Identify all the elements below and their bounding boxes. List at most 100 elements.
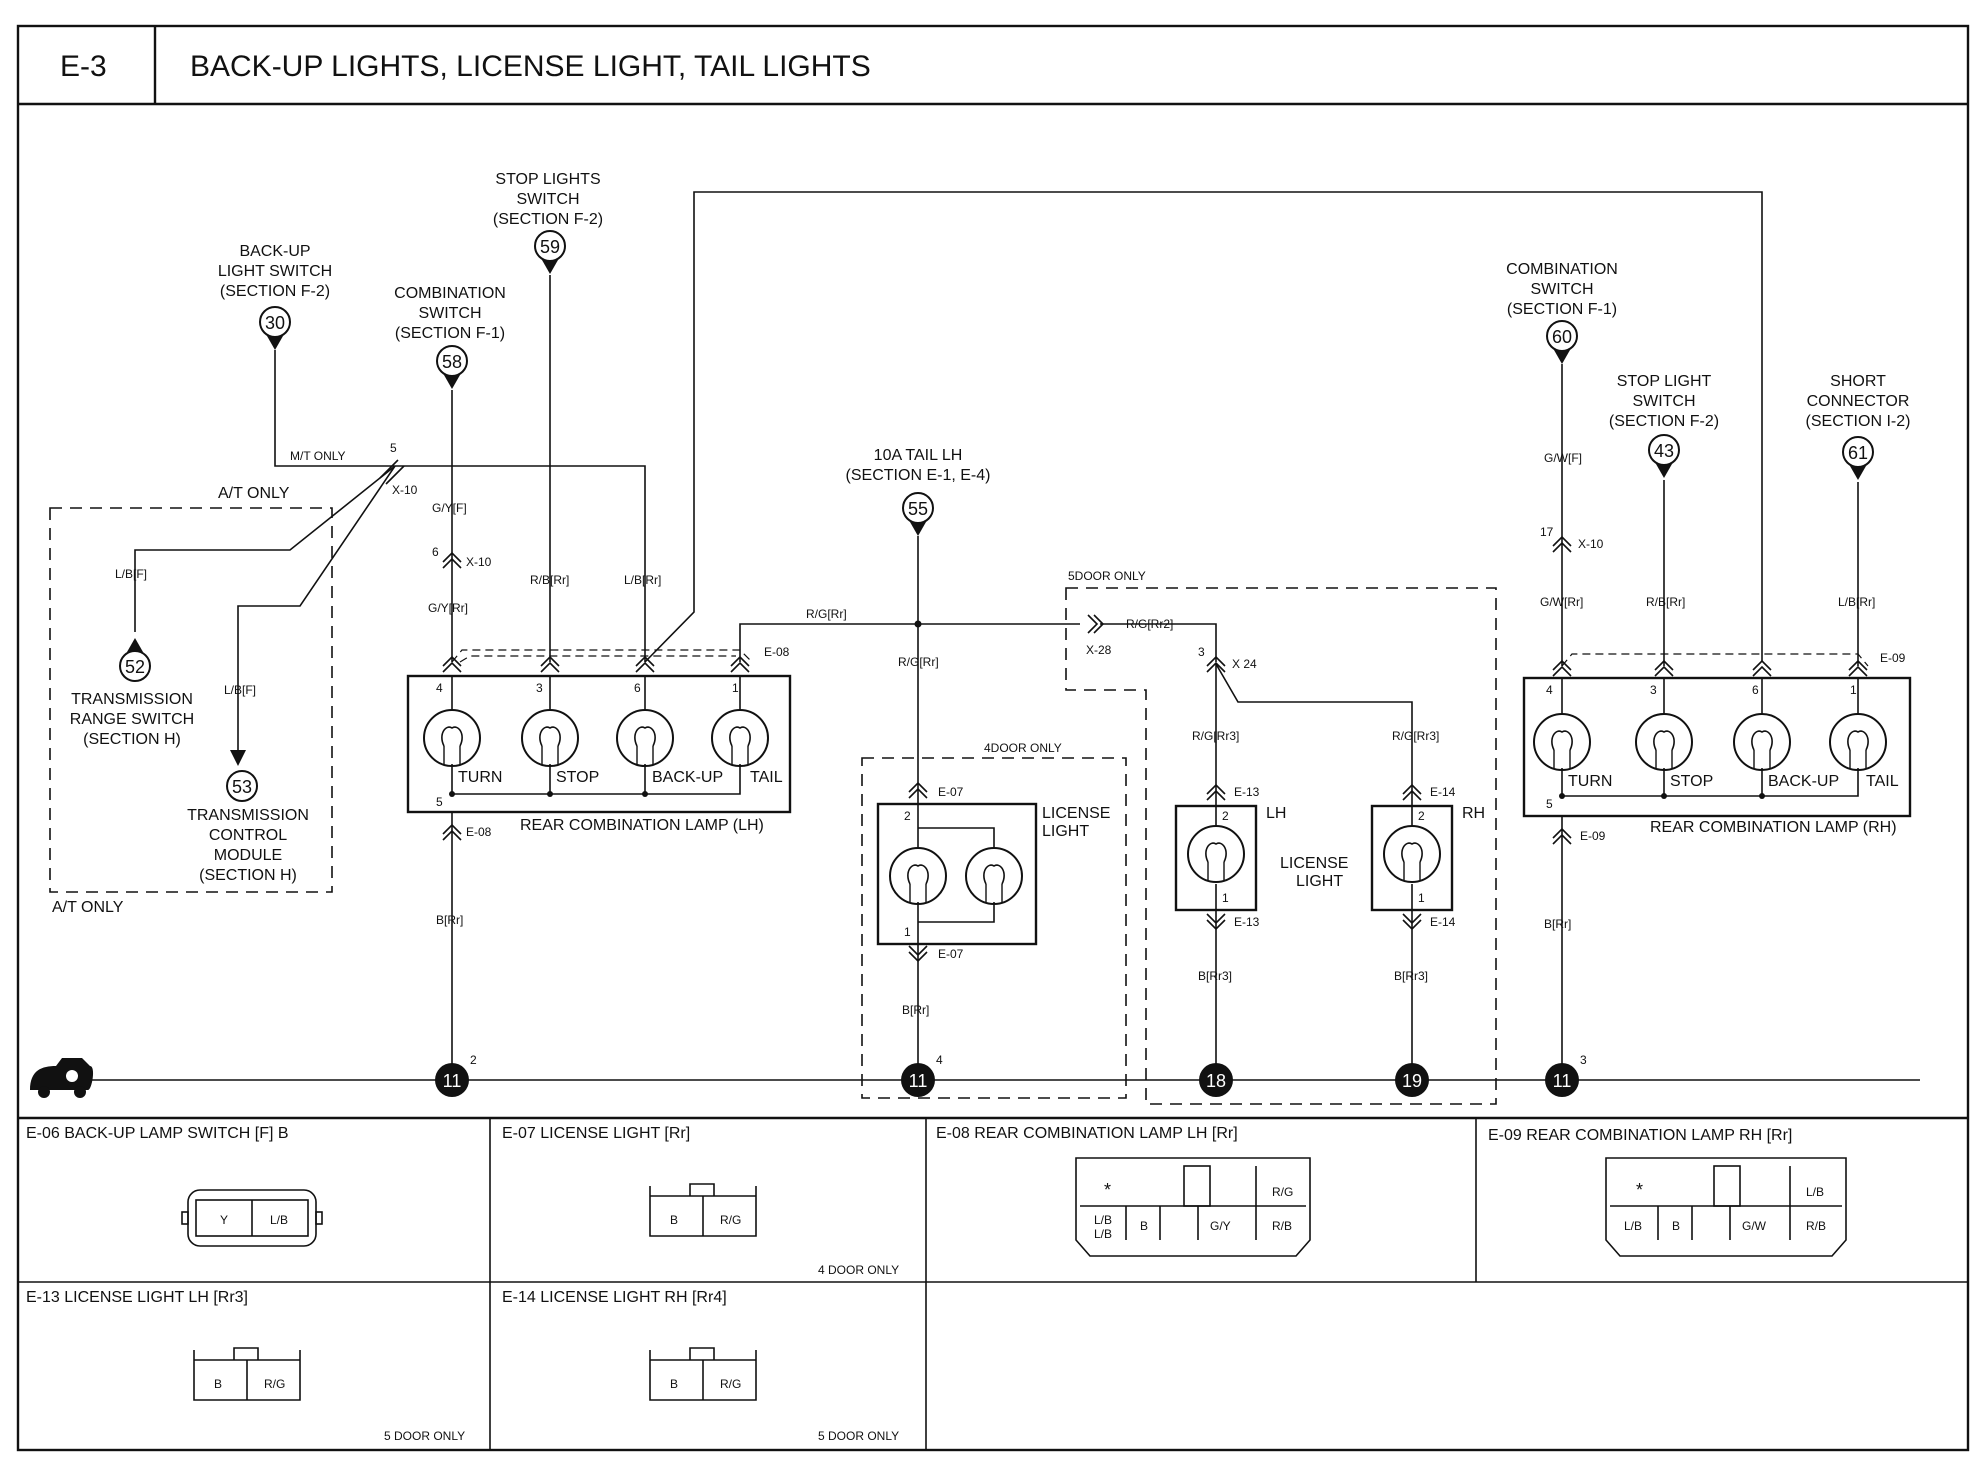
4door-only-box xyxy=(861,757,1127,1099)
connector-e09: E-09 REAR COMBINATION LAMP RH [Rr] * L/B… xyxy=(1488,1127,1847,1257)
svg-text:RH: RH xyxy=(1462,805,1485,822)
svg-text:17: 17 xyxy=(1540,525,1554,539)
svg-text:11: 11 xyxy=(1553,1071,1572,1091)
svg-text:11: 11 xyxy=(443,1071,462,1091)
svg-text:5: 5 xyxy=(436,795,443,809)
svg-text:B[Rr]: B[Rr] xyxy=(436,913,463,927)
svg-text:LH: LH xyxy=(1266,805,1286,822)
ref-short-connector: SHORT CONNECTOR (SECTION I-2) 61 xyxy=(1806,373,1911,481)
svg-text:E-06 BACK-UP LAMP SWITCH [F] B: E-06 BACK-UP LAMP SWITCH [F] B xyxy=(26,1125,289,1142)
svg-text:E-14: E-14 xyxy=(1430,915,1456,929)
svg-text:E-09 REAR COMBINATION LAMP RH: E-09 REAR COMBINATION LAMP RH [Rr] xyxy=(1488,1127,1792,1144)
svg-text:*: * xyxy=(1636,1180,1643,1200)
svg-text:LIGHT SWITCH: LIGHT SWITCH xyxy=(218,263,332,280)
svg-text:E-08: E-08 xyxy=(466,825,492,839)
turn-bulb-rh-icon xyxy=(1533,713,1591,771)
svg-text:TAIL: TAIL xyxy=(1866,773,1899,790)
svg-text:B: B xyxy=(214,1377,222,1391)
5door-only-box xyxy=(1065,587,1497,1105)
svg-text:R/G: R/G xyxy=(1272,1185,1293,1199)
svg-text:E-13 LICENSE LIGHT LH [Rr3]: E-13 LICENSE LIGHT LH [Rr3] xyxy=(26,1289,248,1306)
stop-bulb-rh-icon xyxy=(1635,713,1693,771)
svg-text:B: B xyxy=(1672,1219,1680,1233)
svg-text:E-14 LICENSE LIGHT RH [Rr4]: E-14 LICENSE LIGHT RH [Rr4] xyxy=(502,1289,727,1306)
svg-text:(SECTION H): (SECTION H) xyxy=(83,731,181,748)
svg-text:G/Y[Rr]: G/Y[Rr] xyxy=(428,601,468,615)
svg-text:G/Y[F]: G/Y[F] xyxy=(432,501,467,515)
svg-text:5 DOOR ONLY: 5 DOOR ONLY xyxy=(384,1429,465,1443)
svg-text:L/B: L/B xyxy=(1624,1219,1642,1233)
svg-text:10A TAIL LH: 10A TAIL LH xyxy=(874,447,963,464)
license-bulb-a-icon xyxy=(889,847,947,905)
svg-text:(SECTION I-2): (SECTION I-2) xyxy=(1806,413,1911,430)
svg-text:B[Rr]: B[Rr] xyxy=(1544,917,1571,931)
svg-text:B: B xyxy=(670,1213,678,1227)
svg-text:4: 4 xyxy=(1546,683,1553,697)
tail-bulb-lh-icon xyxy=(711,709,769,767)
svg-text:55: 55 xyxy=(908,499,928,519)
svg-text:5: 5 xyxy=(390,441,397,455)
svg-text:B[Rr3]: B[Rr3] xyxy=(1394,969,1428,983)
svg-text:CONTROL: CONTROL xyxy=(209,827,287,844)
svg-text:X 24: X 24 xyxy=(1232,657,1257,671)
svg-text:B[Rr]: B[Rr] xyxy=(902,1003,929,1017)
svg-text:STOP: STOP xyxy=(1670,773,1713,790)
license-light-4door xyxy=(876,802,1038,946)
connector-e07: E-07 LICENSE LIGHT [Rr] B R/G 4 DOOR ONL… xyxy=(502,1125,899,1277)
svg-text:(SECTION F-2): (SECTION F-2) xyxy=(493,211,603,228)
license-bulb-lh-icon xyxy=(1187,825,1245,883)
svg-text:Y: Y xyxy=(220,1213,228,1227)
svg-text:L/B[Rr]: L/B[Rr] xyxy=(624,573,661,587)
svg-text:11: 11 xyxy=(909,1071,928,1091)
ground-18: 18 xyxy=(1199,1063,1233,1097)
svg-text:BACK-UP: BACK-UP xyxy=(239,243,310,260)
svg-text:E-07: E-07 xyxy=(938,947,964,961)
svg-text:(SECTION H): (SECTION H) xyxy=(199,867,297,884)
svg-text:18: 18 xyxy=(1206,1071,1226,1091)
connector-e06: E-06 BACK-UP LAMP SWITCH [F] B Y L/B xyxy=(26,1125,323,1247)
ground-11-lh: 11 2 xyxy=(435,1053,477,1097)
license-bulb-rh-icon xyxy=(1383,825,1441,883)
ref-stop-light-switch-rh: STOP LIGHT SWITCH (SECTION F-2) 43 xyxy=(1609,373,1719,479)
svg-text:5: 5 xyxy=(1546,797,1553,811)
svg-text:L/B[F]: L/B[F] xyxy=(224,683,256,697)
svg-text:G/W: G/W xyxy=(1742,1219,1767,1233)
svg-text:60: 60 xyxy=(1552,327,1572,347)
backup-bulb-lh-icon xyxy=(616,709,674,767)
svg-text:R/G: R/G xyxy=(720,1213,741,1227)
svg-text:E-07 LICENSE LIGHT [Rr]: E-07 LICENSE LIGHT [Rr] xyxy=(502,1125,690,1142)
connector-e08: E-08 REAR COMBINATION LAMP LH [Rr] * R/G… xyxy=(936,1125,1311,1257)
ground-11-rh: 11 3 xyxy=(1545,1053,1587,1097)
svg-text:E-07: E-07 xyxy=(938,785,964,799)
svg-text:R/G: R/G xyxy=(720,1377,741,1391)
svg-text:X-10: X-10 xyxy=(466,555,492,569)
svg-text:G/Y: G/Y xyxy=(1210,1219,1231,1233)
svg-text:R/G[Rr2]: R/G[Rr2] xyxy=(1126,617,1173,631)
svg-text:3: 3 xyxy=(1198,645,1205,659)
svg-text:SWITCH: SWITCH xyxy=(1632,393,1695,410)
svg-text:LIGHT: LIGHT xyxy=(1296,873,1343,890)
svg-text:L/B: L/B xyxy=(1094,1227,1112,1241)
svg-text:A/T ONLY: A/T ONLY xyxy=(52,899,124,916)
svg-text:X-10: X-10 xyxy=(1578,537,1604,551)
page-title: BACK-UP LIGHTS, LICENSE LIGHT, TAIL LIGH… xyxy=(190,50,871,83)
svg-text:4 DOOR ONLY: 4 DOOR ONLY xyxy=(818,1263,899,1277)
svg-text:1: 1 xyxy=(1850,683,1857,697)
svg-text:SHORT: SHORT xyxy=(1830,373,1886,390)
svg-text:61: 61 xyxy=(1848,443,1868,463)
svg-text:L/B: L/B xyxy=(270,1213,288,1227)
svg-text:4DOOR ONLY: 4DOOR ONLY xyxy=(984,741,1062,755)
car-ground-icon xyxy=(30,1058,94,1098)
svg-text:R/B: R/B xyxy=(1806,1219,1826,1233)
svg-text:2: 2 xyxy=(1418,809,1425,823)
svg-text:COMBINATION: COMBINATION xyxy=(1506,261,1618,278)
svg-text:R/B: R/B xyxy=(1272,1219,1292,1233)
svg-text:30: 30 xyxy=(265,313,285,333)
rear-combination-lamp-lh xyxy=(406,674,792,814)
license-bulb-b-icon xyxy=(965,847,1023,905)
svg-text:R/G[Rr3]: R/G[Rr3] xyxy=(1192,729,1239,743)
svg-text:LIGHT: LIGHT xyxy=(1042,823,1089,840)
svg-text:3: 3 xyxy=(1580,1053,1587,1067)
svg-text:2: 2 xyxy=(470,1053,477,1067)
svg-text:COMBINATION: COMBINATION xyxy=(394,285,506,302)
